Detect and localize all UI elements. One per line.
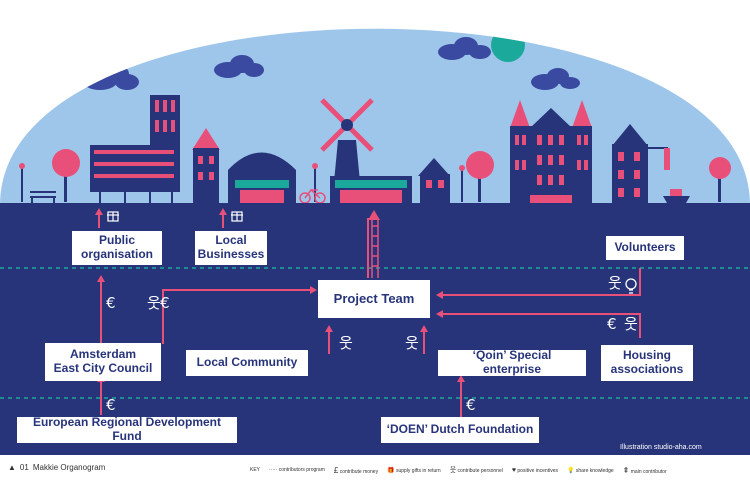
money-symbol: € (106, 396, 116, 414)
node-housing-associations: Housing associations (601, 345, 693, 381)
legend-item: ⇞ main contributor (622, 465, 667, 475)
sun-icon (491, 28, 525, 62)
node-doen: ‘DOEN’ Dutch Foundation (381, 417, 539, 443)
ladder-icon (371, 218, 379, 278)
building-icon (192, 128, 220, 203)
person-symbol: 웃 (405, 334, 419, 352)
bicycle-icon (299, 188, 326, 204)
legend-item: ····· contributors program (269, 467, 325, 473)
node-qoin: ‘Qoin’ Special enterprise (438, 348, 586, 376)
building-icon (418, 158, 450, 203)
money-symbol: € (466, 396, 476, 414)
caption-title: Makkie Organogram (32, 463, 106, 472)
person-symbol: 웃 (147, 294, 161, 312)
ladder-icon: ⇞ (622, 465, 630, 475)
building-icon (228, 152, 296, 203)
person-symbol: 웃 (608, 274, 622, 292)
legend-item: 💡 share knowledge (566, 467, 614, 474)
windmill-icon (320, 98, 412, 203)
node-project-team: Project Team (318, 280, 430, 318)
money-symbol: € (106, 294, 116, 312)
legend-item: ♥ positive incentives (511, 466, 558, 474)
triangle-icon: ▲ (8, 463, 16, 472)
heart-icon: ♥ (511, 466, 517, 474)
person-symbol: 웃 (624, 315, 638, 333)
money-symbol: € (607, 315, 617, 333)
gift-icon (107, 211, 119, 222)
illustration-credit: Illustration studio-aha.com (620, 444, 702, 451)
dotted-line-icon: ····· (269, 467, 278, 473)
building-icon (510, 100, 592, 203)
person-symbol: 웃 (339, 334, 353, 352)
boat-icon (663, 189, 690, 203)
legend-item: £ contribute money (333, 465, 379, 475)
skyline-illustration (19, 28, 734, 204)
building-icon (612, 124, 670, 203)
legend-item: 🎁 supply gifts in return (387, 467, 441, 474)
node-amsterdam-council: Amsterdam East City Council (45, 343, 161, 381)
legend-key-label: KEY (250, 467, 261, 473)
lightbulb-icon: 💡 (566, 467, 575, 474)
lightbulb-icon (625, 278, 637, 294)
node-volunteers: Volunteers (606, 236, 684, 260)
bench-icon (30, 191, 56, 203)
node-local-community: Local Community (186, 350, 308, 376)
caption-number: 01 (19, 463, 29, 472)
node-public-organisation: Public organisation (72, 231, 162, 265)
contributors-program-line (0, 267, 750, 399)
money-symbol: € (160, 294, 170, 312)
gift-icon: 🎁 (387, 467, 395, 474)
legend-key: KEY ····· contributors program £ contrib… (250, 465, 667, 475)
gift-icon (231, 211, 243, 222)
node-local-businesses: Local Businesses (195, 231, 267, 265)
tree-icon (52, 149, 731, 202)
figure-caption: ▲ 01 Makkie Organogram (8, 463, 105, 472)
node-erdf: European Regional Development Fund (17, 415, 237, 443)
pound-icon: £ (333, 465, 339, 475)
person-icon: 웃 (449, 467, 457, 474)
building-icon (90, 95, 180, 203)
contribution-arrows (98, 213, 641, 417)
legend-item: 웃 contribute personnel (449, 467, 503, 474)
